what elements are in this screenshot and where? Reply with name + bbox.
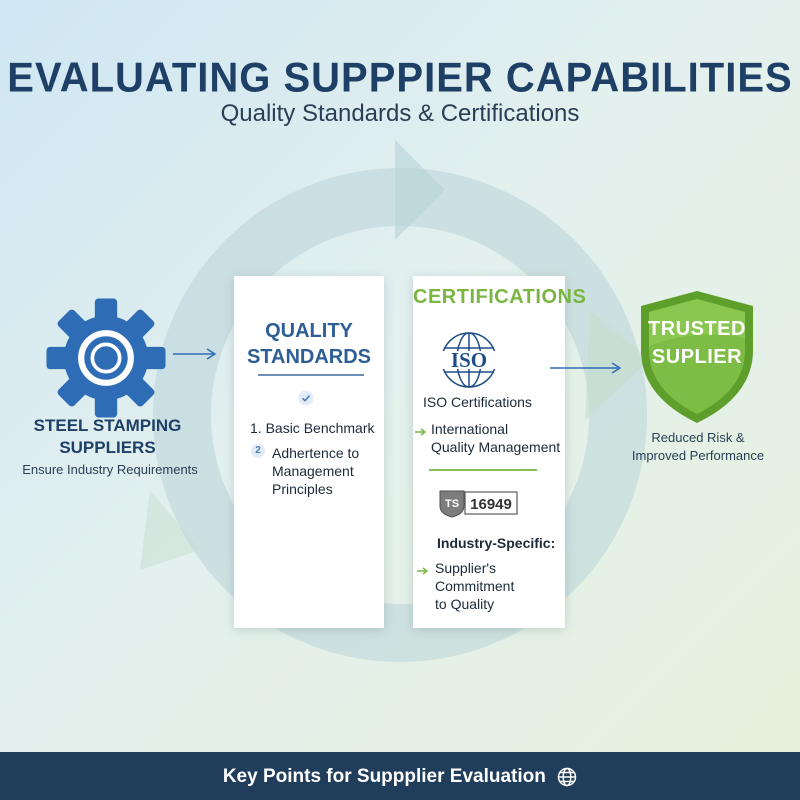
quality-item-basic-benchmark: 1. Basic Benchmark [250, 420, 375, 436]
number-badge: 2 [251, 444, 265, 458]
left-subtitle: Ensure Industry Requirements [22, 462, 198, 477]
quality-item2-line3: Principles [272, 481, 333, 497]
ts-16949-badge: TS 16949 [439, 490, 518, 518]
quality-standards-card: QUALITY STANDARDS 1. Basic Benchmark 2 A… [234, 276, 384, 628]
shield-line2: SUPLIER [651, 346, 743, 368]
quality-card-title: QUALITY STANDARDS [234, 318, 384, 370]
industry-desc-line2: to Quality [435, 596, 495, 612]
trusted-supplier-label: TRUSTED SUPLIER [636, 315, 758, 371]
page-title: EVALUATING SUPPPIER CAPABILITIES [7, 54, 793, 102]
quality-title-underline [258, 374, 364, 376]
industry-description: Supplier's Commitment to Quality [435, 559, 565, 613]
left-title-line2: SUPPLIERS [59, 438, 156, 457]
right-sub-line1: Reduced Risk & [651, 430, 745, 445]
iso-logo: ISO [441, 332, 497, 388]
left-title-line1: STEEL STAMPING [33, 416, 182, 435]
arrow-right-icon [173, 348, 217, 360]
shield-line1: TRUSTED [648, 318, 746, 340]
quality-title-line1: QUALITY [265, 320, 353, 342]
ts-logo-number: 16949 [470, 496, 512, 513]
certifications-card: CERTIFICATIONS ISO ISO Certifications In… [413, 276, 587, 628]
iso-description: International Quality Management [431, 420, 565, 456]
right-subtitle: Reduced Risk & Improved Performance [618, 429, 778, 465]
quality-title-line2: STANDARDS [246, 346, 372, 368]
iso-logo-text: ISO [451, 348, 487, 372]
footer-content: Key Points for Suppplier Evaluation [0, 766, 800, 788]
arrow-right-icon [550, 362, 622, 374]
check-icon [298, 390, 314, 406]
footer-text: Key Points for Suppplier Evaluation [222, 766, 546, 787]
industry-specific-label: Industry-Specific: [437, 535, 556, 551]
globe-icon [557, 767, 577, 787]
ts-logo-prefix: TS [445, 498, 459, 510]
left-title: STEEL STAMPING SUPPLIERS [20, 415, 195, 459]
footer-bar: Key Points for Suppplier Evaluation [0, 752, 800, 800]
iso-certifications-label: ISO Certifications [423, 394, 532, 410]
industry-desc-line1: Supplier's Commitment [435, 560, 515, 594]
quality-item2-line2: Management [272, 463, 354, 479]
certifications-card-title: CERTIFICATIONS [413, 286, 587, 308]
gear-icon [46, 298, 166, 418]
iso-desc-line2: Quality Management [431, 439, 561, 455]
certifications-divider [429, 469, 537, 471]
page-subtitle: Quality Standards & Certifications [220, 100, 580, 127]
quality-item2-line1: Adhertence to [272, 445, 360, 461]
iso-desc-line1: International [431, 421, 509, 437]
process-cycle-background [140, 140, 650, 662]
shield-icon [641, 291, 753, 423]
bullet-arrow-icon [415, 428, 427, 436]
bullet-arrow-icon [417, 567, 429, 575]
right-sub-line2: Improved Performance [631, 448, 765, 463]
quality-item-management-principles: Adhertence to Management Principles [272, 444, 382, 498]
